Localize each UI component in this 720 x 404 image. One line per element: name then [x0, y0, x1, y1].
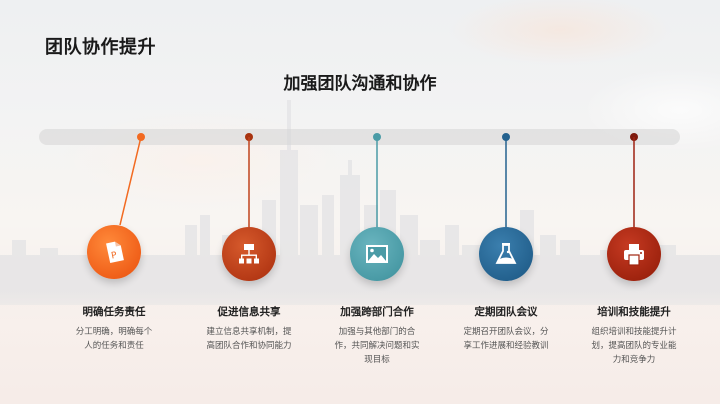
item-title: 定期团队会议 [474, 306, 538, 318]
item-card-2: 促进信息共享 建立信息共享机制，提高团队合作和协同能力 [189, 304, 309, 353]
item-title: 加强跨部门合作 [340, 306, 414, 318]
item-title: 培训和技能提升 [597, 306, 671, 318]
item-description: 分工明确，明确每个人的任务和责任 [75, 327, 153, 351]
flask-icon [495, 243, 517, 264]
item-description: 建立信息共享机制，提高团队合作和协同能力 [206, 327, 292, 351]
item-3-icon-button [350, 227, 404, 281]
timeline-track [39, 129, 680, 145]
item-card-3: 加强跨部门合作 加强与其他部门的合作，共同解决问题和实现目标 [317, 304, 437, 367]
slide-subtitle: 加强团队沟通和协作 [283, 74, 437, 94]
item-card-1: 明确任务责任 分工明确，明确每个人的任务和责任 [54, 304, 174, 353]
item-2-icon-button [222, 227, 276, 281]
item-description: 加强与其他部门的合作，共同解决问题和实现目标 [334, 327, 420, 365]
item-card-4: 定期团队会议 定期召开团队会议，分享工作进展和经验教训 [446, 304, 566, 353]
printer-icon [624, 244, 644, 266]
item-card-5: 培训和技能提升 组织培训和技能提升计划，提高团队的专业能力和竞争力 [574, 304, 694, 367]
image-icon [366, 245, 388, 263]
document-p-icon: P [106, 241, 124, 264]
page-title: 团队协作提升 [45, 37, 156, 58]
item-4-icon-button [479, 227, 533, 281]
sitemap-icon [239, 244, 259, 264]
item-1-icon-button: P [87, 225, 141, 279]
item-description: 定期召开团队会议，分享工作进展和经验教训 [463, 327, 549, 351]
item-5-icon-button [607, 227, 661, 281]
haze-overlay [0, 290, 720, 404]
item-title: 明确任务责任 [82, 306, 146, 318]
item-title: 促进信息共享 [217, 306, 281, 318]
svg-text:P: P [110, 251, 118, 262]
item-description: 组织培训和技能提升计划，提高团队的专业能力和竞争力 [591, 327, 677, 365]
